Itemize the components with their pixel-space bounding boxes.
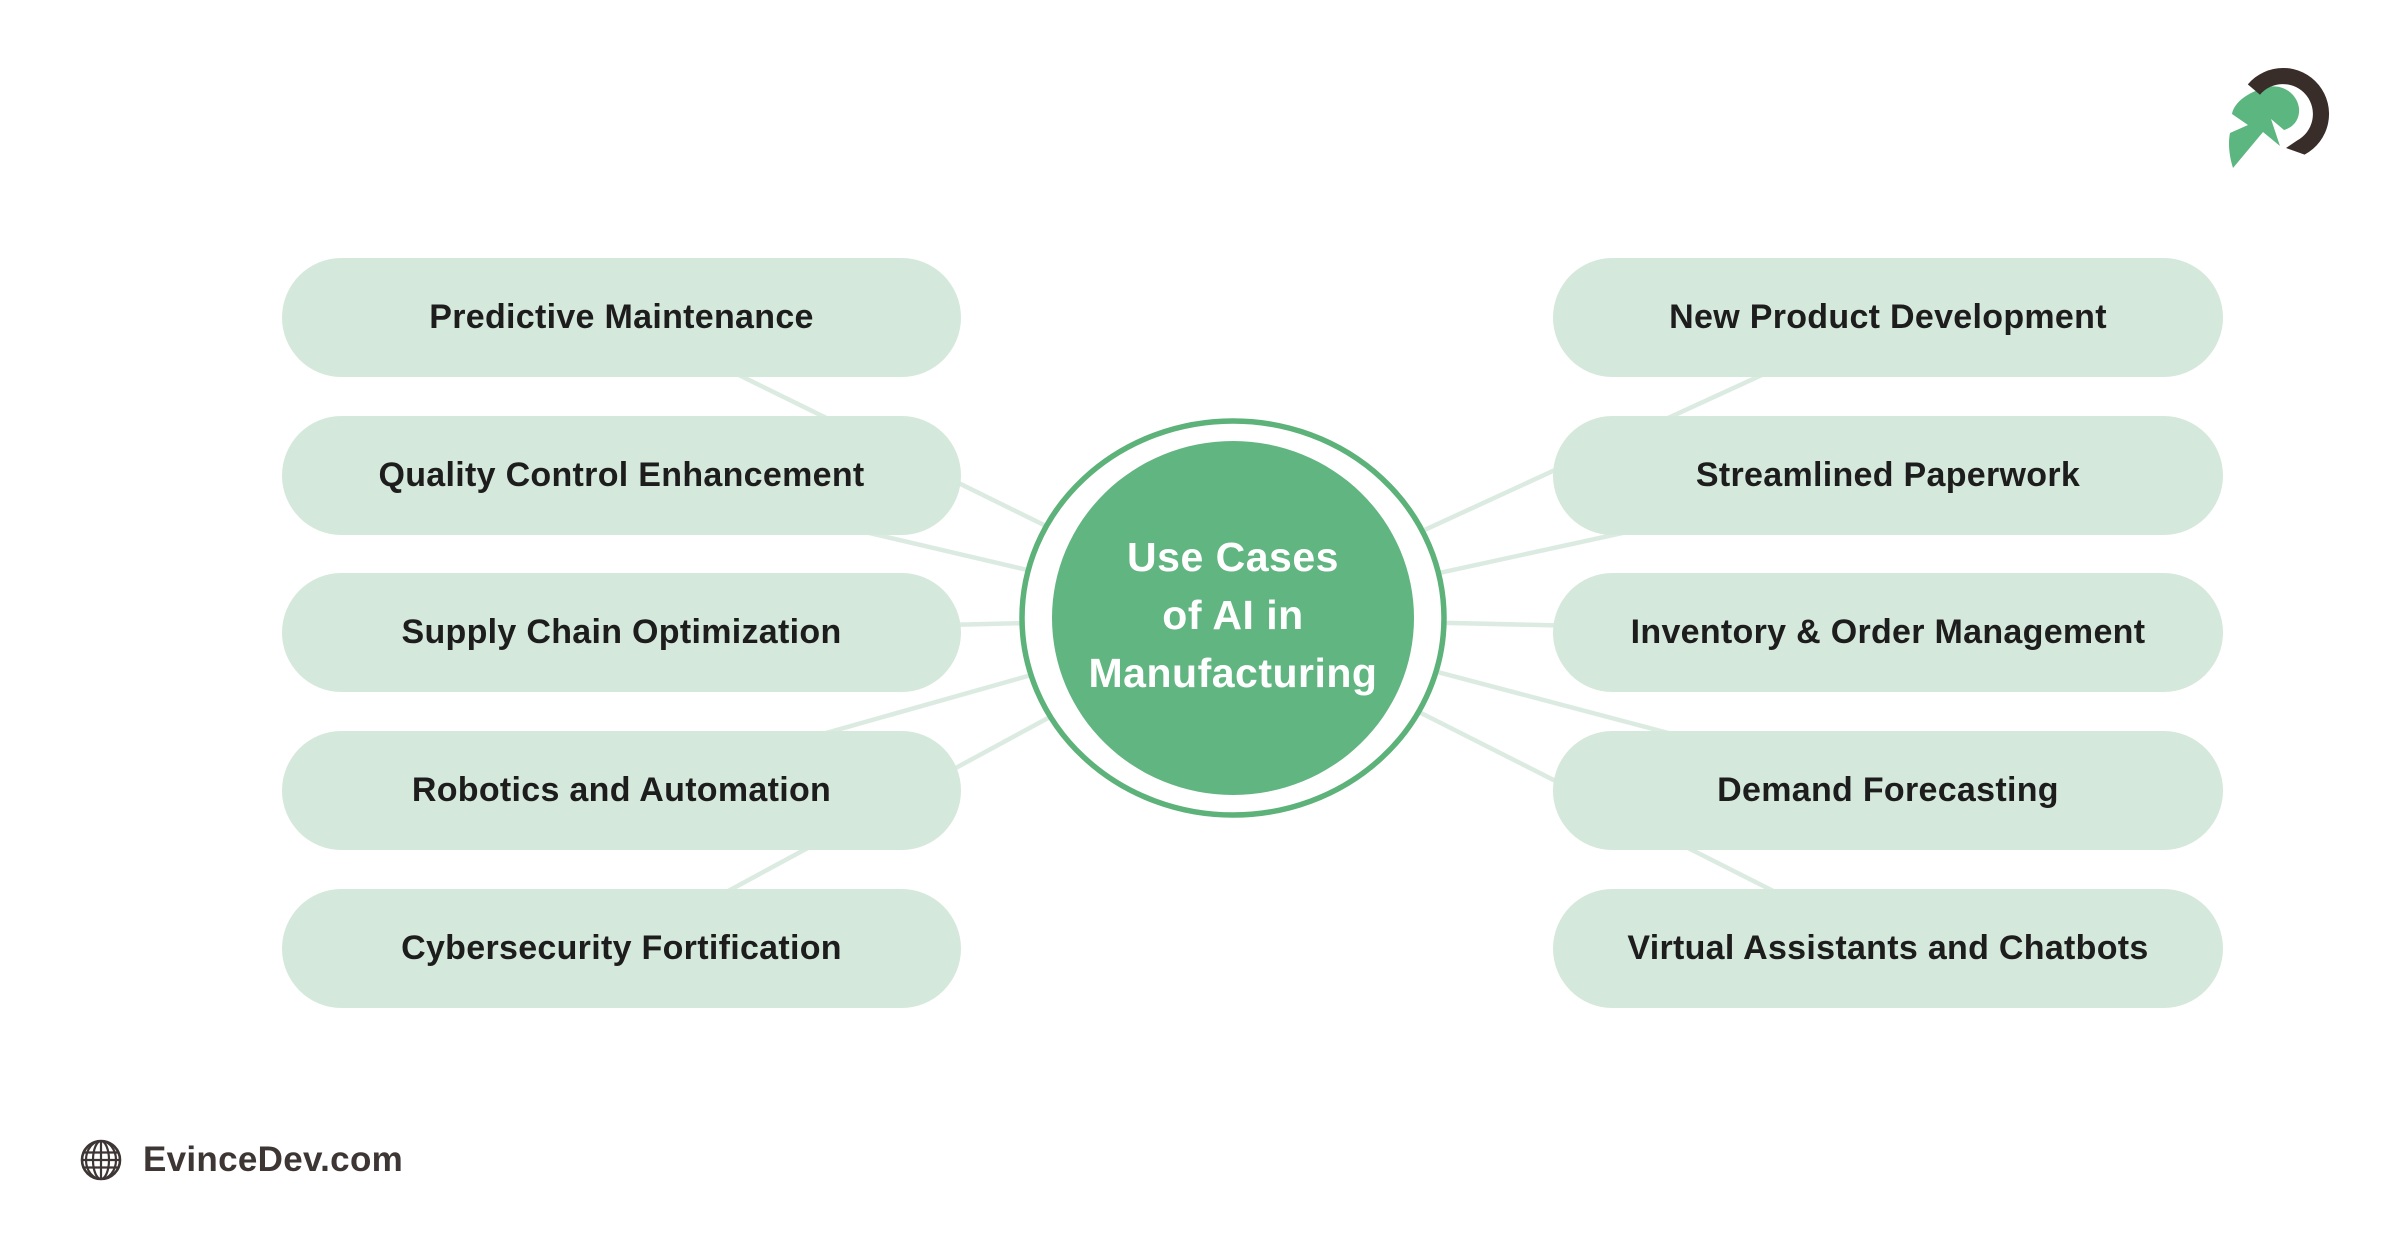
evincedev-spartan-helmet-logo-icon — [2229, 67, 2330, 168]
use-case-pill-cybersecurity-fortification: Cybersecurity Fortification — [282, 889, 961, 1008]
use-case-pill-quality-control-enhancement: Quality Control Enhancement — [282, 416, 961, 535]
pill-label: Cybersecurity Fortification — [401, 929, 842, 967]
website-label: EvinceDev.com — [143, 1140, 404, 1179]
pill-label: New Product Development — [1669, 298, 2107, 336]
pill-label: Inventory & Order Management — [1630, 613, 2146, 651]
footer-branding: EvinceDev.com — [79, 1138, 403, 1182]
hub-title-line: of AI in — [1162, 592, 1304, 638]
pill-label: Supply Chain Optimization — [401, 613, 842, 651]
use-case-pill-streamlined-paperwork: Streamlined Paperwork — [1553, 416, 2223, 535]
use-case-pill-new-product-development: New Product Development — [1553, 258, 2223, 377]
use-case-pill-supply-chain-optimization: Supply Chain Optimization — [282, 573, 961, 692]
use-case-pill-robotics-and-automation: Robotics and Automation — [282, 731, 961, 850]
pill-label: Robotics and Automation — [411, 771, 832, 809]
pill-label: Virtual Assistants and Chatbots — [1627, 929, 2149, 967]
use-case-pill-virtual-assistants-and-chatbots: Virtual Assistants and Chatbots — [1553, 889, 2223, 1008]
logo-helmet-green — [2229, 86, 2300, 168]
pill-label: Demand Forecasting — [1717, 771, 2059, 809]
use-case-pill-inventory-order-management: Inventory & Order Management — [1553, 573, 2223, 692]
pill-label: Streamlined Paperwork — [1695, 456, 2081, 494]
globe-icon — [80, 1139, 122, 1181]
hub-title: Use Cases of AI in Manufacturing — [983, 528, 1483, 702]
hub-title-line: Use Cases — [1127, 534, 1339, 580]
hub-circle — [1052, 441, 1414, 795]
pill-label: Predictive Maintenance — [429, 298, 814, 336]
use-case-pill-demand-forecasting: Demand Forecasting — [1553, 731, 2223, 850]
use-case-pill-predictive-maintenance: Predictive Maintenance — [282, 258, 961, 377]
logo-crest-dark — [2247, 67, 2330, 155]
hub-title-line: Manufacturing — [1088, 650, 1378, 696]
pill-label: Quality Control Enhancement — [378, 456, 865, 494]
